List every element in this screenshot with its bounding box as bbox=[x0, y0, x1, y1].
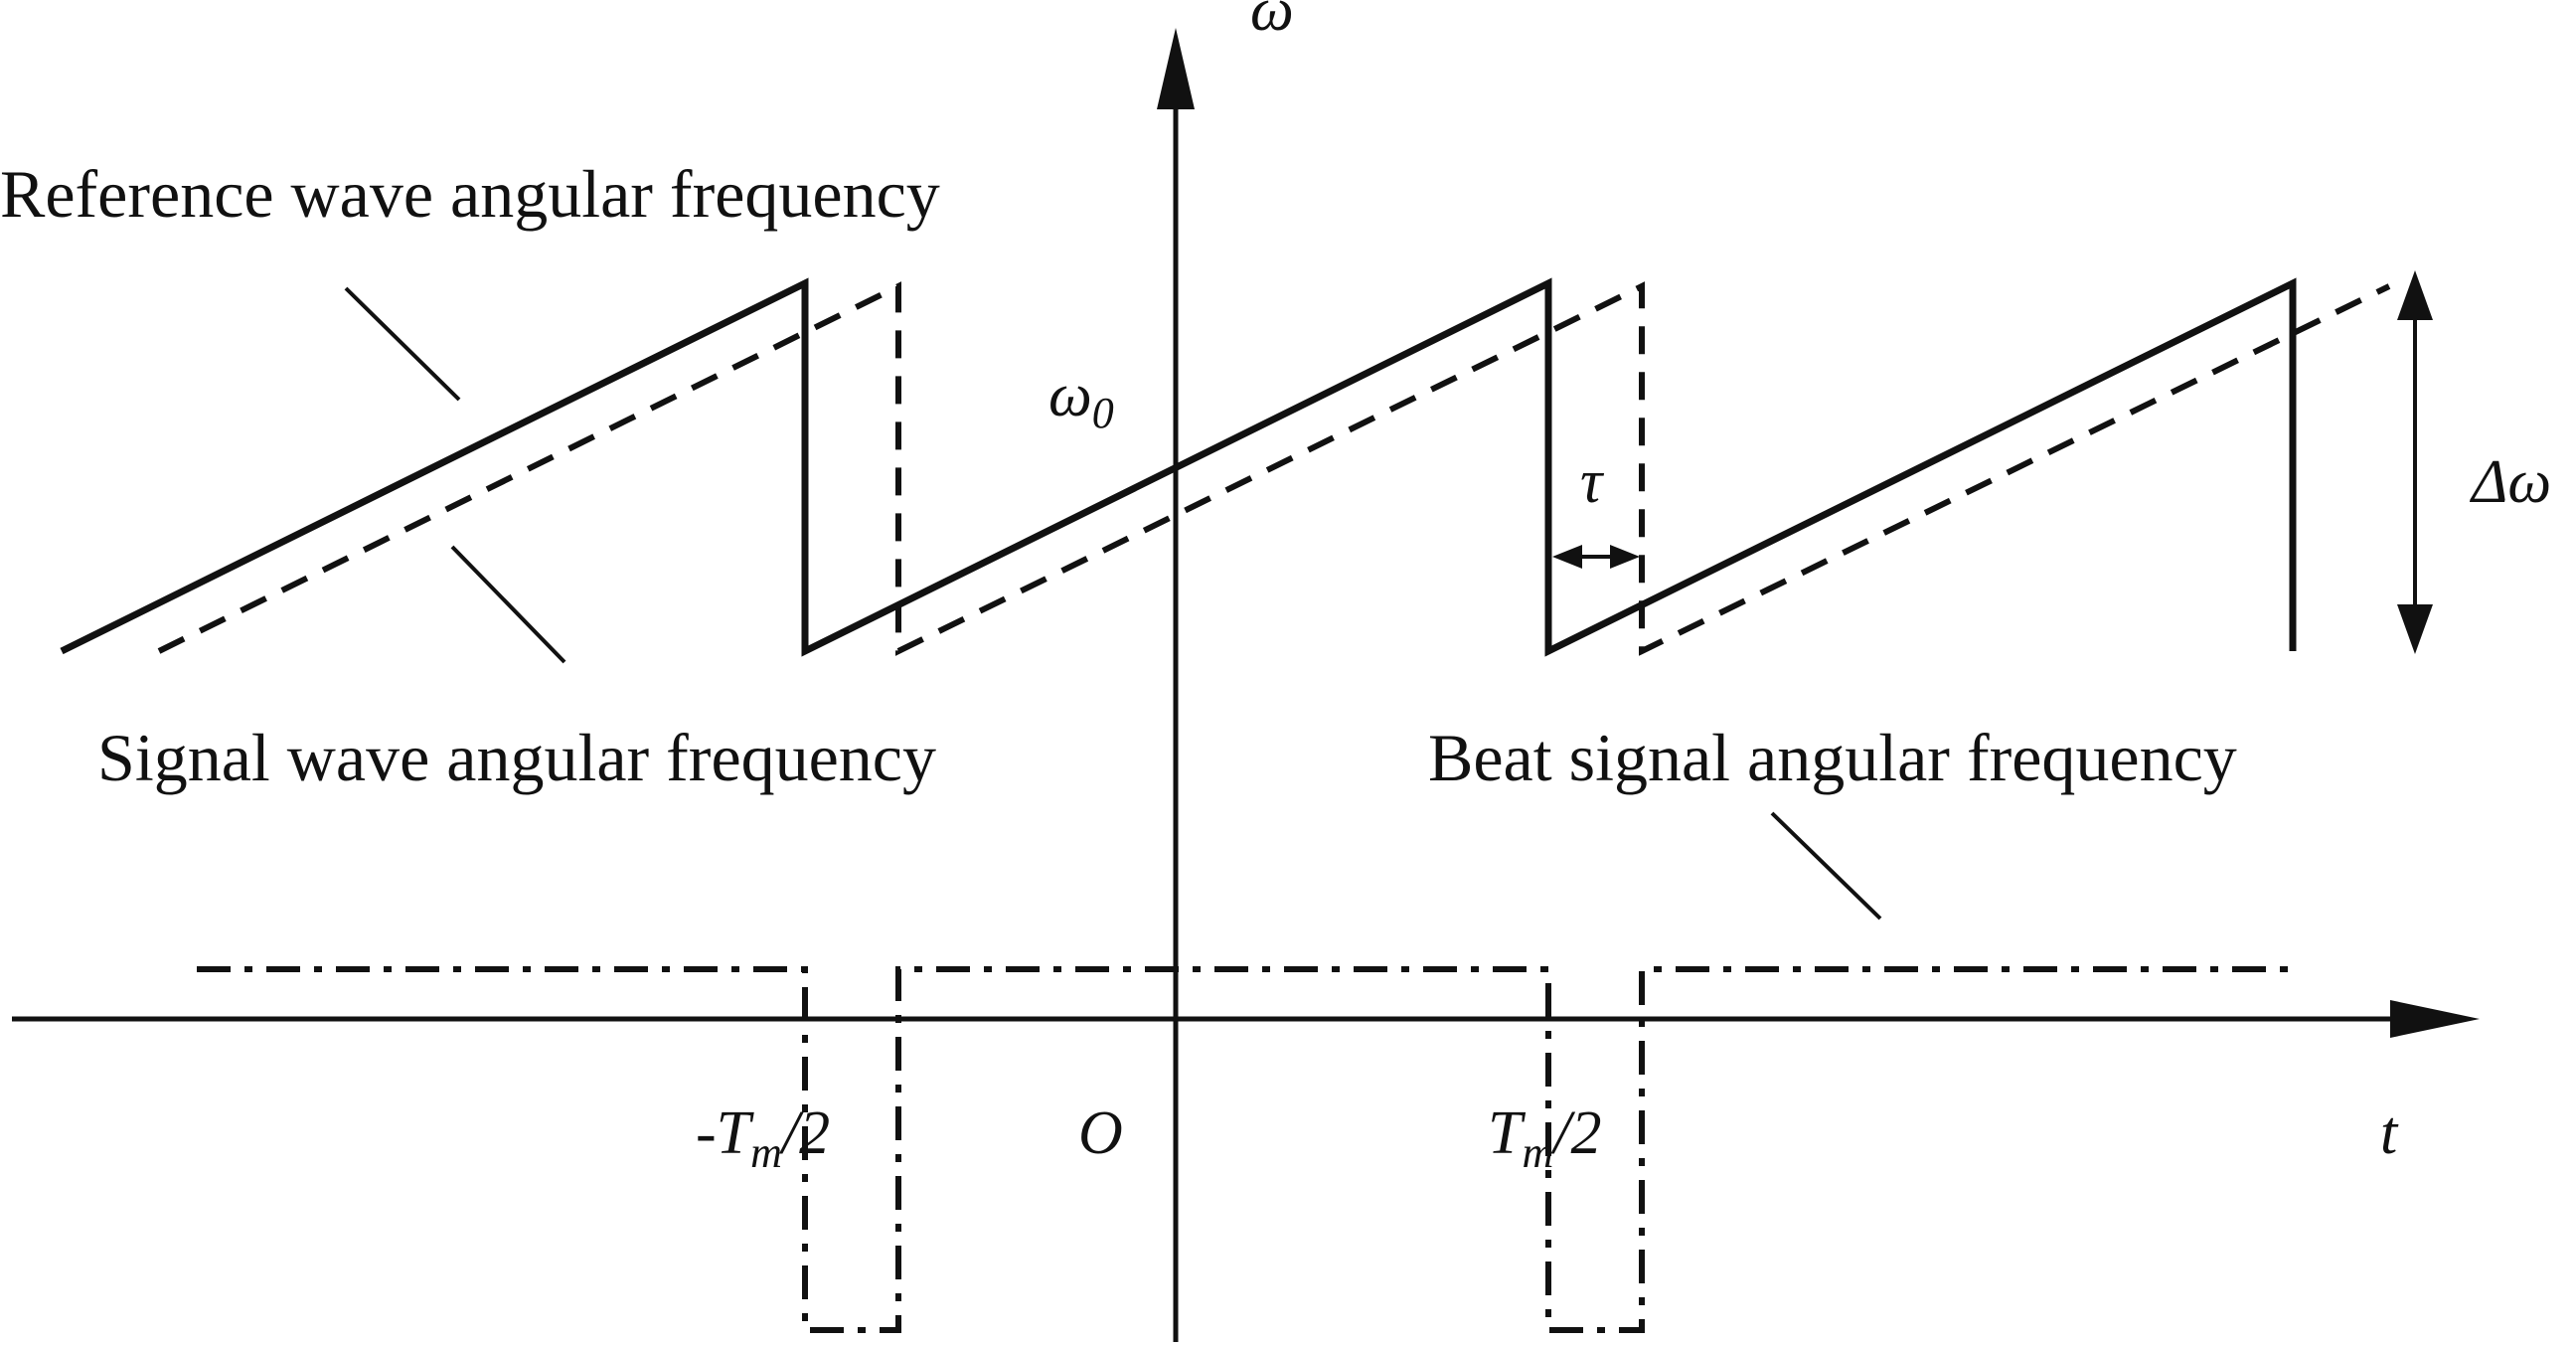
origin-label: O bbox=[1078, 1099, 1123, 1167]
beat-signal-label: Beat signal angular frequency bbox=[1428, 720, 2237, 795]
axes bbox=[12, 28, 2480, 1342]
signal-wave-label: Signal wave angular frequency bbox=[97, 720, 936, 795]
delta-omega-arrow bbox=[2397, 270, 2433, 654]
tau-label: τ bbox=[1580, 448, 1605, 516]
pos-half-period-label: Tm/2 bbox=[1488, 1099, 1602, 1177]
reference-wave-line bbox=[60, 277, 2297, 657]
time-axis-arrowhead bbox=[2390, 1000, 2480, 1038]
neg-half-period-label: -Tm/2 bbox=[696, 1099, 830, 1177]
tau-arrow bbox=[1552, 545, 1640, 569]
beat-signal-line bbox=[197, 966, 2298, 1333]
omega-axis-arrowhead bbox=[1157, 28, 1195, 109]
reference-wave-label: Reference wave angular frequency bbox=[0, 156, 940, 232]
beat-leader-line bbox=[1770, 811, 1882, 921]
time-axis-label: t bbox=[2380, 1099, 2399, 1167]
omega0-label: ω0 bbox=[1048, 362, 1114, 437]
omega-axis-label: ω bbox=[1250, 0, 1294, 44]
signal-leader-line bbox=[450, 545, 566, 664]
signal-wave-line bbox=[157, 281, 2391, 656]
delta-omega-label: Δω bbox=[2469, 448, 2551, 516]
reference-leader-line bbox=[344, 286, 461, 402]
